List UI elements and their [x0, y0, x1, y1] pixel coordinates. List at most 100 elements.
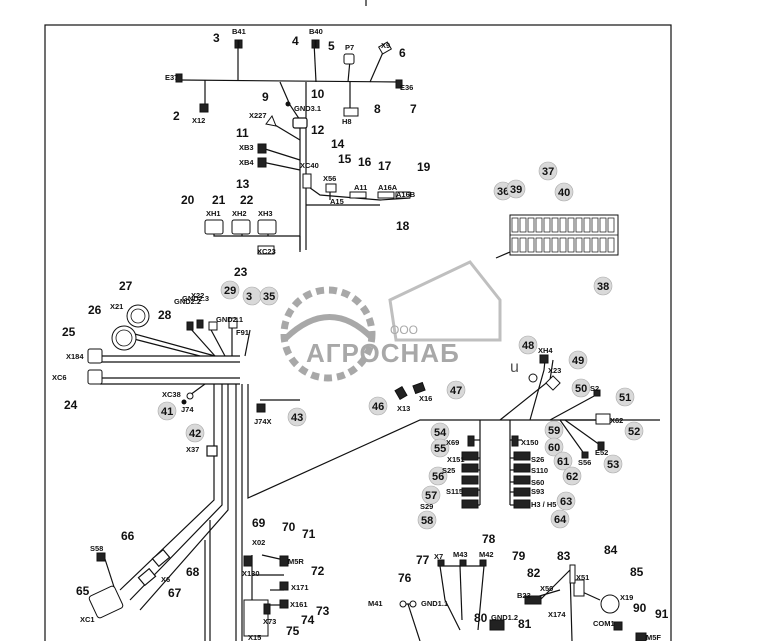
ref-number-text: 5 — [328, 39, 335, 53]
fuse-slot — [511, 217, 519, 233]
connector-label: B41 — [232, 27, 246, 36]
ref-number-circle — [259, 286, 279, 306]
switch-connector — [461, 487, 479, 497]
ref-number: 8 — [374, 102, 381, 116]
ref-number: 90 — [633, 601, 647, 615]
ref-number: 68 — [186, 565, 200, 579]
ref-number: 65 — [76, 584, 90, 598]
connector-label: J74 — [181, 405, 194, 414]
switch-connector — [513, 487, 531, 497]
connector-label: XH1 — [206, 209, 221, 218]
ref-number-text: 91 — [655, 607, 669, 621]
ref-number: 24 — [64, 398, 78, 412]
connector-label: GND2.3 — [182, 294, 209, 303]
ref-number: 40 — [554, 182, 574, 202]
ref-number-circle — [562, 466, 582, 486]
connector-label: X22 — [191, 291, 204, 300]
ref-number: 18 — [396, 219, 410, 233]
ref-number-text: 78 — [482, 532, 496, 546]
fuse-slot — [551, 237, 559, 253]
switch-connector — [461, 451, 479, 461]
connector-label: M42 — [479, 550, 494, 559]
ref-number-circle — [568, 350, 588, 370]
connector-label: GND2.2 — [174, 297, 201, 306]
ref-number-text: 74 — [301, 613, 315, 627]
switch-connector — [513, 451, 531, 461]
ref-number-text: 19 — [417, 160, 431, 174]
ref-number-text: 40 — [558, 187, 570, 199]
ref-number-text: 39 — [510, 184, 522, 196]
connector-label: X56 — [323, 174, 336, 183]
connector-label: X13 — [397, 404, 410, 413]
connector-label: X150 — [521, 438, 539, 447]
ref-number-text: 49 — [572, 355, 584, 367]
ref-number-circle — [553, 451, 573, 471]
connector-label: S115 — [446, 487, 463, 496]
ref-number: 46 — [368, 396, 388, 416]
connector-label: X227 — [249, 111, 267, 120]
connector-label: S60 — [531, 478, 544, 487]
ref-number-circle — [593, 276, 613, 296]
connector-label: E37 — [165, 73, 178, 82]
ref-number-text: 68 — [186, 565, 200, 579]
connector-label: XH2 — [232, 209, 247, 218]
ref-number-text: 41 — [161, 406, 173, 418]
ref-number: 85 — [630, 565, 644, 579]
ref-number-text: 64 — [554, 514, 567, 526]
connector-label: X171 — [291, 583, 309, 592]
connector-label: B40 — [309, 27, 323, 36]
ref-number: 53 — [603, 454, 623, 474]
ref-number: 47 — [446, 380, 466, 400]
ref-number-text: 62 — [566, 471, 578, 483]
connector-label: X9 — [381, 41, 390, 50]
bottom-harness — [243, 554, 647, 641]
connector-label: X12 — [192, 116, 205, 125]
connector-label: X16 — [419, 394, 432, 403]
ref-number-text: 56 — [432, 471, 444, 483]
ref-number-text: 6 — [399, 46, 406, 60]
fuse-relay-box — [495, 214, 619, 259]
fuse-slot — [527, 217, 535, 233]
ref-number-circle — [368, 396, 388, 416]
connector-label: X174 — [548, 610, 566, 619]
connector-label: XC23 — [257, 247, 276, 256]
connector-label: A11 — [354, 183, 367, 192]
connector-label: E52 — [595, 448, 608, 457]
connector-label: X19 — [620, 593, 633, 602]
ref-number: 80 — [474, 611, 488, 625]
ref-number: 52 — [624, 421, 644, 441]
connector-label: X02 — [252, 538, 265, 547]
connector-label: X15 — [248, 633, 261, 641]
connector-label: COM1 — [593, 619, 615, 628]
connector-label: S29 — [420, 502, 433, 511]
fuse-slot — [519, 237, 527, 253]
ref-number: 70 — [282, 520, 296, 534]
ref-number: 55 — [430, 438, 450, 458]
connector-label: X51 — [576, 573, 589, 582]
ref-number-text: 81 — [518, 617, 532, 631]
fuse-slot — [607, 217, 615, 233]
ref-number: 15 — [338, 152, 352, 166]
ref-number: 73 — [316, 604, 330, 618]
ref-number: 56 — [428, 466, 448, 486]
ref-number-circle — [428, 466, 448, 486]
connector-label: S58 — [90, 544, 103, 553]
connector-label: S25 — [442, 466, 455, 475]
ref-number: 13 — [236, 177, 250, 191]
ref-number-circle — [185, 423, 205, 443]
ref-number: 29 — [220, 280, 240, 300]
ref-number-text: 90 — [633, 601, 647, 615]
ref-number: 75 — [286, 624, 300, 638]
ref-number-circle — [446, 380, 466, 400]
ref-number-circle — [430, 438, 450, 458]
ref-number-text: 22 — [240, 193, 254, 207]
switch-connector — [513, 463, 531, 473]
ref-number-text: 14 — [331, 137, 345, 151]
fuse-slot — [519, 217, 527, 233]
ref-number-text: 27 — [119, 279, 133, 293]
connector-label: XC1 — [80, 615, 95, 624]
ref-number: 81 — [518, 617, 532, 631]
connector-label: X161 — [290, 600, 308, 609]
ref-number: 71 — [302, 527, 316, 541]
